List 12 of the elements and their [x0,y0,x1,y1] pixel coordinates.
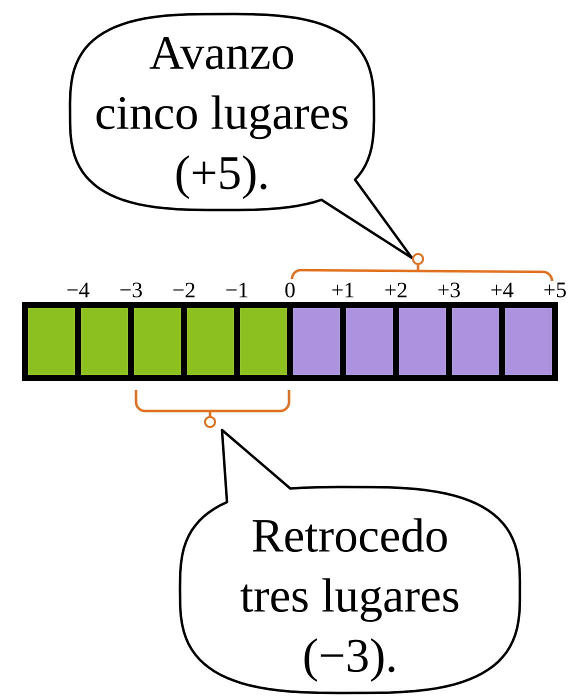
tick-label: +4 [491,282,514,298]
tick-label: +5 [544,282,566,298]
speech-bubble: Avanzo cinco lugares (+5). [68,12,414,260]
tick-label: −4 [67,282,90,298]
tick-label: −1 [226,282,248,298]
tick-label: −2 [173,282,194,298]
tick-label: 0 [285,282,295,298]
tick-label: +3 [438,282,460,298]
tick-label: +1 [332,282,354,298]
tick-label: +2 [385,282,406,298]
tick-label: −3 [120,282,142,298]
speech-bubble: Retrocedo tres lugares (−3). [178,428,522,694]
